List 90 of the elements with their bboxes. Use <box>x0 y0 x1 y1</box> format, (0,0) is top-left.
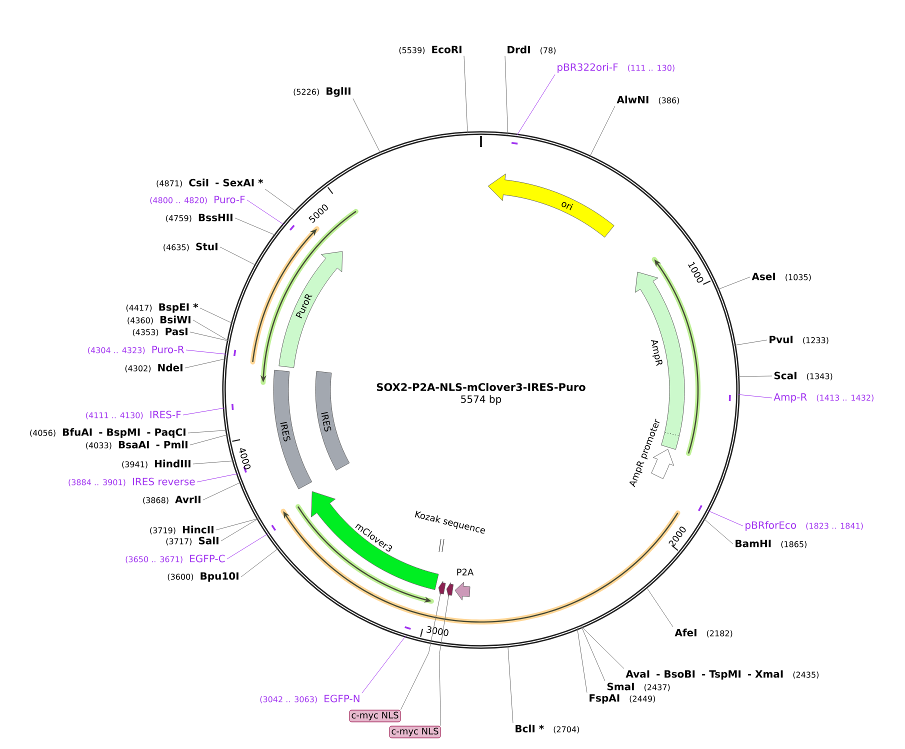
leader-line <box>737 376 772 377</box>
leader-line <box>246 200 284 226</box>
feature-shape <box>446 582 454 597</box>
leader-line <box>352 98 381 154</box>
site-label: SmaI (2437) <box>607 682 670 692</box>
leader-line <box>220 518 259 542</box>
feature-label: Kozak sequence <box>414 510 485 534</box>
leader-line <box>188 430 228 434</box>
site-label: (5226) BglII <box>294 87 350 97</box>
site-label: (3719) HincII <box>150 526 214 534</box>
leader-line <box>234 218 276 236</box>
leader-line <box>202 482 242 500</box>
site-label: BclI * (2704) <box>516 724 580 734</box>
leader-line <box>717 276 750 290</box>
primer-label: (3650 .. 3671) EGFP-C <box>126 554 225 564</box>
primer-label: (3042 .. 3063) EGFP-N <box>260 694 360 704</box>
site-label: (4302) NdeI <box>125 364 182 372</box>
map-title: SOX2-P2A-NLS-mClover3-IRES-Puro <box>376 382 586 392</box>
primer-label: (3884 .. 3901) IRES reverse <box>68 478 195 486</box>
site-label: AlwNI (386) <box>616 96 680 104</box>
feature-tag: c-myc NLS <box>349 710 401 722</box>
leader-line <box>703 518 734 544</box>
primer-label: (4800 .. 4820) Puro-F <box>150 196 245 204</box>
leader-line <box>577 628 588 693</box>
leader-line <box>216 518 259 530</box>
scale-number: 4000 <box>239 448 251 470</box>
feature-shape <box>454 582 470 600</box>
primer-label: (4304 .. 4323) Puro-R <box>88 346 184 354</box>
site-label: (4033) BsaAI - PmlI <box>86 440 188 450</box>
leader-line <box>190 332 229 342</box>
primer-label: (4111 .. 4130) IRES-F <box>86 410 181 420</box>
leader-line <box>192 320 229 342</box>
site-label: FspAI (2449) <box>590 694 655 704</box>
leader-line <box>646 586 674 628</box>
leader-line <box>182 408 225 416</box>
site-label: (3941) HindIII <box>122 460 190 468</box>
leader-line <box>192 460 234 464</box>
feature-label: IRES <box>321 412 332 432</box>
primer-label: Amp-R (1413 .. 1432) <box>774 393 874 403</box>
leader-line <box>464 56 468 134</box>
leader-line <box>240 548 279 578</box>
site-label: (3868) AvrII <box>143 496 200 504</box>
site-label: (4759) BssHII <box>166 214 232 222</box>
site-label: (4417) BspEI * <box>126 303 198 313</box>
leader-line <box>400 593 441 710</box>
leader-line <box>504 56 508 135</box>
site-label: BamHI (1865) <box>736 540 806 548</box>
leader-line <box>734 340 768 346</box>
size-label: 5574 bp <box>461 395 502 405</box>
feature-label: AmpR <box>651 340 662 366</box>
leader-line <box>196 473 238 482</box>
primer-label: pBR322ori-F (111 .. 130) <box>558 63 674 73</box>
leader-line <box>200 308 234 324</box>
site-label: AseI (1035) <box>752 272 811 282</box>
leader-line <box>439 594 449 726</box>
site-label: (4056) BfuAI - BspMI - PaqCI <box>30 428 186 438</box>
site-label: (4353) PasI <box>132 328 188 336</box>
leader-line <box>738 394 772 398</box>
leader-line <box>184 358 226 368</box>
site-label: AvaI - BsoBI - TspMI - XmaI (2435) <box>626 670 819 680</box>
site-label: PvuI (1233) <box>770 336 828 344</box>
leader-line <box>186 350 227 354</box>
leader-line <box>516 74 556 136</box>
leader-line <box>190 434 228 446</box>
leader-line <box>226 533 268 560</box>
leader-line <box>708 510 744 526</box>
leader-line <box>581 626 606 682</box>
feature-label: ori <box>562 202 574 210</box>
scale-number: 3000 <box>426 626 448 636</box>
site-label: (4360) BsiWI <box>128 316 190 324</box>
leader-line <box>589 106 616 158</box>
leader-line <box>581 626 624 669</box>
leader-line <box>508 645 514 724</box>
site-label: (5539) EcoRI <box>399 46 462 54</box>
leader-line <box>362 636 406 694</box>
site-label: ScaI (1343) <box>774 372 832 380</box>
site-label: (3600) Bpu10I <box>168 572 238 582</box>
feature-shape <box>438 581 446 596</box>
site-label: DrdI (78) <box>508 46 556 54</box>
feature-label: IRES <box>280 422 290 442</box>
feature-shape <box>311 491 439 590</box>
leader-line <box>220 246 256 266</box>
leader-line <box>264 188 296 212</box>
site-label: (4871) CsiI - SexAI * <box>156 178 264 188</box>
site-label: AfeI (2182) <box>674 628 732 638</box>
feature-label: P2A <box>457 568 474 576</box>
feature-tag: c-myc NLS <box>389 726 441 738</box>
site-label: (4635) StuI <box>164 242 218 252</box>
site-label: (3717) SalI <box>166 536 218 546</box>
primer-label: pBRforEco (1823 .. 1841) <box>746 521 863 531</box>
